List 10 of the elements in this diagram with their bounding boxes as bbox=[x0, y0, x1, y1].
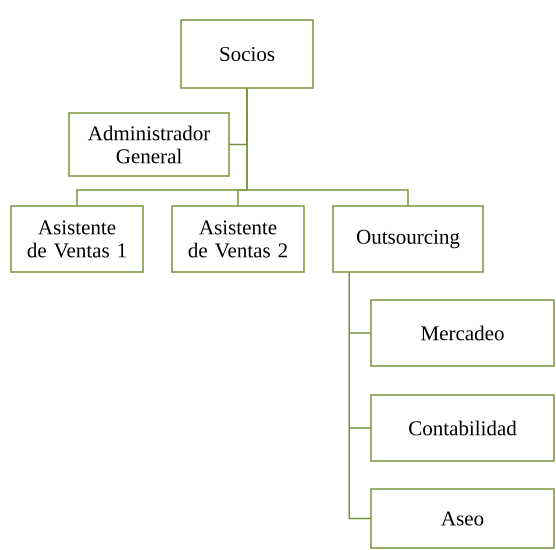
org-box: Aseo bbox=[370, 488, 555, 549]
org-box: Outsourcing bbox=[332, 205, 484, 273]
org-box: Mercadeo bbox=[370, 299, 555, 367]
org-box: Asistente de Ventas 1 bbox=[10, 205, 144, 273]
connector-line bbox=[246, 88, 409, 206]
org-box: Administrador General bbox=[68, 112, 230, 177]
org-box: Asistente de Ventas 2 bbox=[171, 205, 305, 273]
connector-line bbox=[348, 272, 370, 520]
org-box: Socios bbox=[180, 19, 314, 89]
org-box: Contabilidad bbox=[370, 394, 555, 462]
